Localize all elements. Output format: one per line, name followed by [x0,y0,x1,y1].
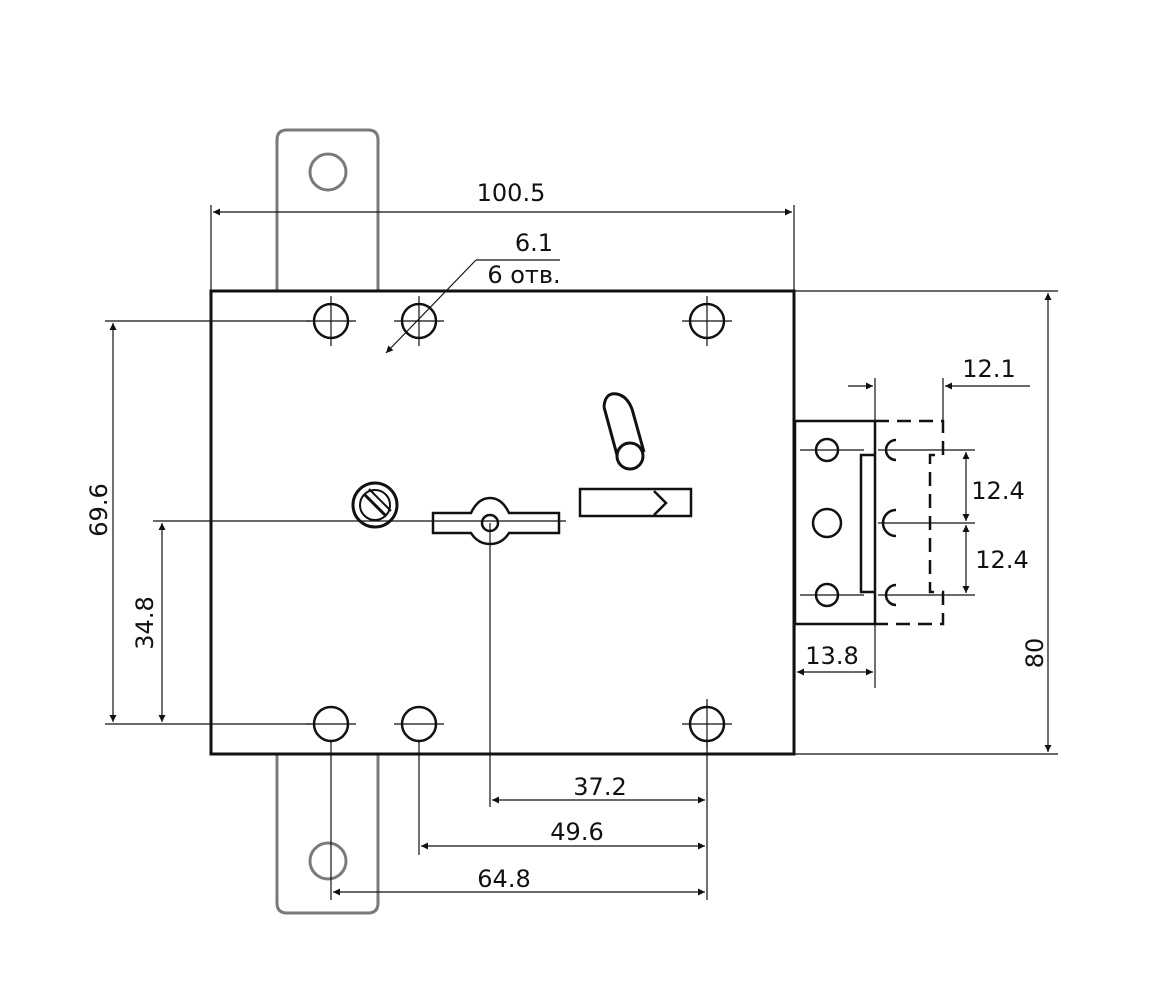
dimension-outer-hole-spacing: 64.8 [333,865,705,896]
dimension-bolt-offset: 12.1 [848,355,1030,390]
lock-body [209,289,796,756]
dimension-overall-height: 80 [1021,293,1052,752]
dimension-faceplate-depth: 13.8 [797,642,873,676]
dimension-label: 80 [1021,638,1049,669]
mounting-hole [394,296,444,346]
dimension-inner-hole-spacing: 49.6 [421,818,705,850]
dimension-overall-width: 100.5 [213,179,792,216]
top-mounting-tab [275,128,380,291]
dimension-label: 64.8 [477,865,530,893]
bolt-indicator-icon [578,487,693,518]
dimension-label: 69.6 [85,483,113,536]
dimension-label: 100.5 [477,179,546,207]
dimension-label: 13.8 [805,642,858,670]
latch-lever-icon [602,392,646,471]
dimension-label: 12.4 [975,546,1028,574]
faceplate [793,419,877,626]
dimension-hole-vertical-spacing: 69.6 [85,323,117,722]
dimension-bolt-spacing-lower: 12.4 [962,525,1029,593]
hole-count-label: 6 отв. [487,261,560,289]
dimension-keyhole-to-hole: 37.2 [492,773,705,804]
dimension-keyhole-height: 34.8 [131,523,166,722]
mounting-holes [306,296,732,749]
dimension-label: 37.2 [573,773,626,801]
dimension-label: 49.6 [550,818,603,846]
mounting-hole [306,705,356,743]
dimension-label: 12.1 [962,355,1015,383]
bottom-mounting-tab [275,755,380,915]
mounting-hole [682,296,732,346]
dimension-label: 12.4 [971,477,1024,505]
dimension-bolt-spacing-upper: 12.4 [962,452,1025,521]
bolt-outline-dashed [859,419,975,626]
dimension-label: 6.1 [515,229,553,257]
dimension-hole-diameter: 6.1 6 отв. [385,229,561,354]
mounting-hole [306,296,356,346]
mounting-hole [394,705,444,743]
screw-icon [351,481,399,529]
dimension-label: 34.8 [131,596,159,649]
